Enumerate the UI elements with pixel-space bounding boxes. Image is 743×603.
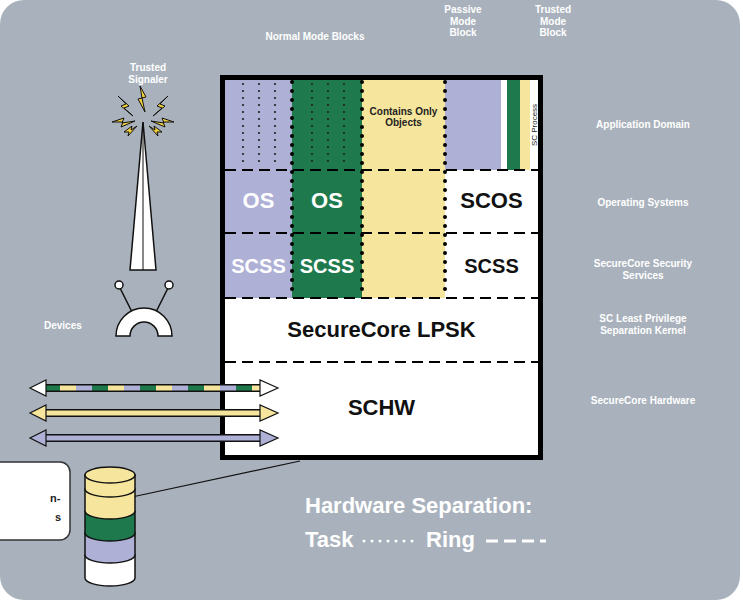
block-text: SCOS	[457, 189, 525, 213]
security-services-box: SCSS	[445, 233, 538, 298]
signal-tower	[112, 86, 174, 270]
callout-text: n-	[50, 492, 70, 505]
layer-label: Operating Systems	[580, 197, 706, 209]
callout-box	[0, 462, 70, 540]
block-text: SC Process	[531, 104, 540, 146]
antenna-device	[115, 281, 173, 336]
database-cylinder	[85, 461, 300, 586]
column-heading: Normal Mode Blocks	[255, 31, 375, 43]
layer-label: SecureCore Hardware	[580, 395, 706, 407]
block-text: OS	[240, 189, 278, 213]
column-heading: Passive Mode Block	[438, 4, 488, 39]
process-strip: SC Process	[530, 80, 540, 170]
device-label: Devices	[44, 320, 104, 332]
layer-label: SC Least Privilege Separation Kernel	[580, 313, 706, 336]
hardware-band: SCHW	[225, 362, 538, 455]
block-text: Contains Only Objects	[362, 106, 445, 128]
block-text: SCSS	[297, 255, 357, 277]
object-block: Contains Only Objects	[362, 80, 445, 170]
os-box: OS	[292, 170, 362, 233]
layer-label: SecureCore Security Services	[580, 258, 706, 281]
kernel-band: SecureCore LPSK	[225, 298, 538, 362]
block-text: SCSS	[461, 255, 521, 277]
data-arrows	[30, 380, 278, 446]
layer-label: Application Domain	[580, 119, 706, 131]
scos-box: SCOS	[445, 170, 538, 233]
device-label: Trusted Signaler	[110, 62, 186, 85]
column-heading: Trusted Mode Block	[528, 4, 578, 39]
legend-title: Hardware Separation:	[305, 493, 532, 518]
legend-text: Task	[305, 527, 354, 552]
block-text: SCSS	[228, 255, 288, 277]
block-text: SCHW	[345, 396, 418, 420]
block-text: OS	[308, 189, 346, 213]
callout-text: s	[55, 511, 69, 524]
block-text: SecureCore LPSK	[284, 318, 478, 342]
legend-text: Ring	[426, 527, 475, 552]
os-box: OS	[225, 170, 292, 233]
security-services-box: SCSS	[292, 233, 362, 298]
securecore-stack	[220, 75, 543, 460]
security-services-box: SCSS	[225, 233, 292, 298]
